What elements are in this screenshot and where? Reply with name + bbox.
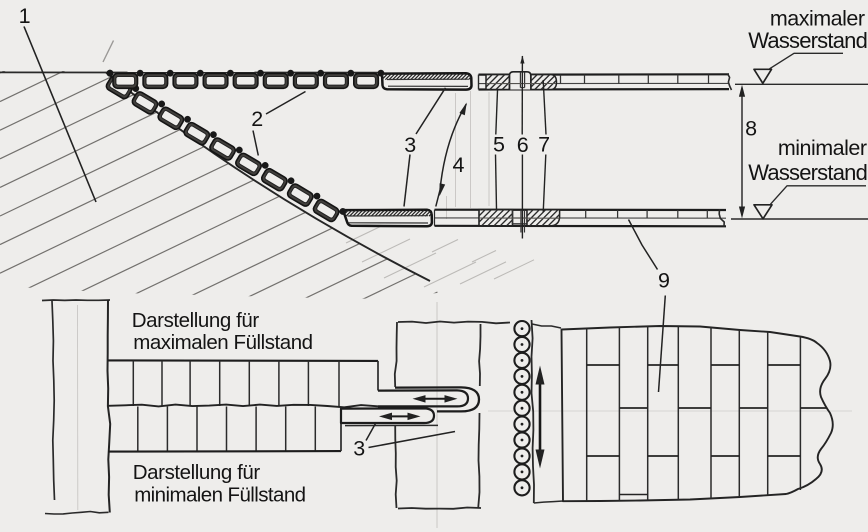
svg-text:1: 1 [19,4,31,28]
svg-text:minimalen Füllstand: minimalen Füllstand [134,483,305,506]
svg-text:7: 7 [538,133,550,157]
svg-text:maximalen Füllstand: maximalen Füllstand [133,331,312,354]
svg-text:Darstellung für: Darstellung für [132,309,260,332]
svg-text:3: 3 [404,133,416,157]
svg-text:Darstellung für: Darstellung für [133,461,261,484]
svg-text:5: 5 [493,133,505,157]
svg-text:maximaler: maximaler [770,6,865,30]
svg-text:3: 3 [353,437,365,461]
svg-text:6: 6 [517,133,529,157]
svg-text:4: 4 [453,153,465,177]
svg-text:8: 8 [745,117,757,141]
svg-text:9: 9 [658,269,670,293]
svg-text:minimaler: minimaler [778,136,867,160]
svg-text:Wasserstand: Wasserstand [748,28,867,53]
svg-text:2: 2 [251,107,263,131]
svg-text:Wasserstand: Wasserstand [748,160,867,185]
